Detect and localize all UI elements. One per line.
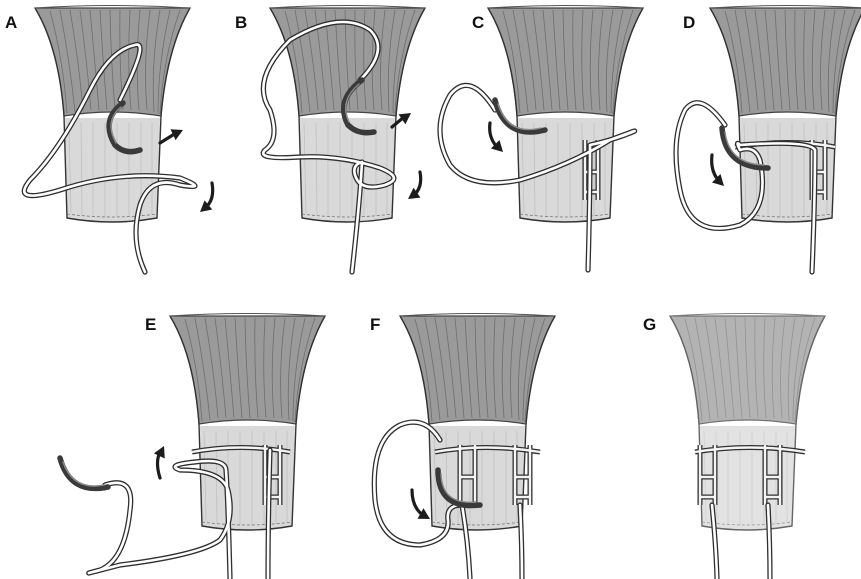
arrow-icon bbox=[405, 172, 421, 204]
panel-a: A bbox=[5, 6, 213, 273]
panel-label-f: F bbox=[370, 315, 380, 334]
panel-e: E bbox=[60, 314, 325, 579]
panel-c: C bbox=[440, 6, 643, 271]
panel-label-e: E bbox=[145, 315, 156, 334]
panel-label-a: A bbox=[5, 13, 17, 32]
panel-label-g: G bbox=[643, 315, 656, 334]
arrow-icon bbox=[154, 443, 170, 478]
panel-d: D bbox=[676, 6, 861, 273]
panel-b: B bbox=[235, 6, 425, 273]
panel-f: F bbox=[370, 314, 555, 579]
panel-label-d: D bbox=[683, 13, 695, 32]
panel-g: G bbox=[643, 314, 825, 579]
arrow-icon bbox=[196, 183, 213, 217]
needle-e bbox=[60, 458, 108, 488]
panel-label-b: B bbox=[235, 13, 247, 32]
arrow-icon bbox=[412, 490, 433, 524]
tendon-e bbox=[170, 314, 325, 531]
arrow-icon bbox=[490, 123, 508, 156]
tendon-c bbox=[488, 6, 643, 223]
tendon-d bbox=[710, 6, 861, 223]
arrow-icon bbox=[712, 155, 729, 190]
tendon-g bbox=[670, 314, 825, 531]
arrow-icon bbox=[160, 125, 186, 143]
panel-label-c: C bbox=[472, 13, 484, 32]
